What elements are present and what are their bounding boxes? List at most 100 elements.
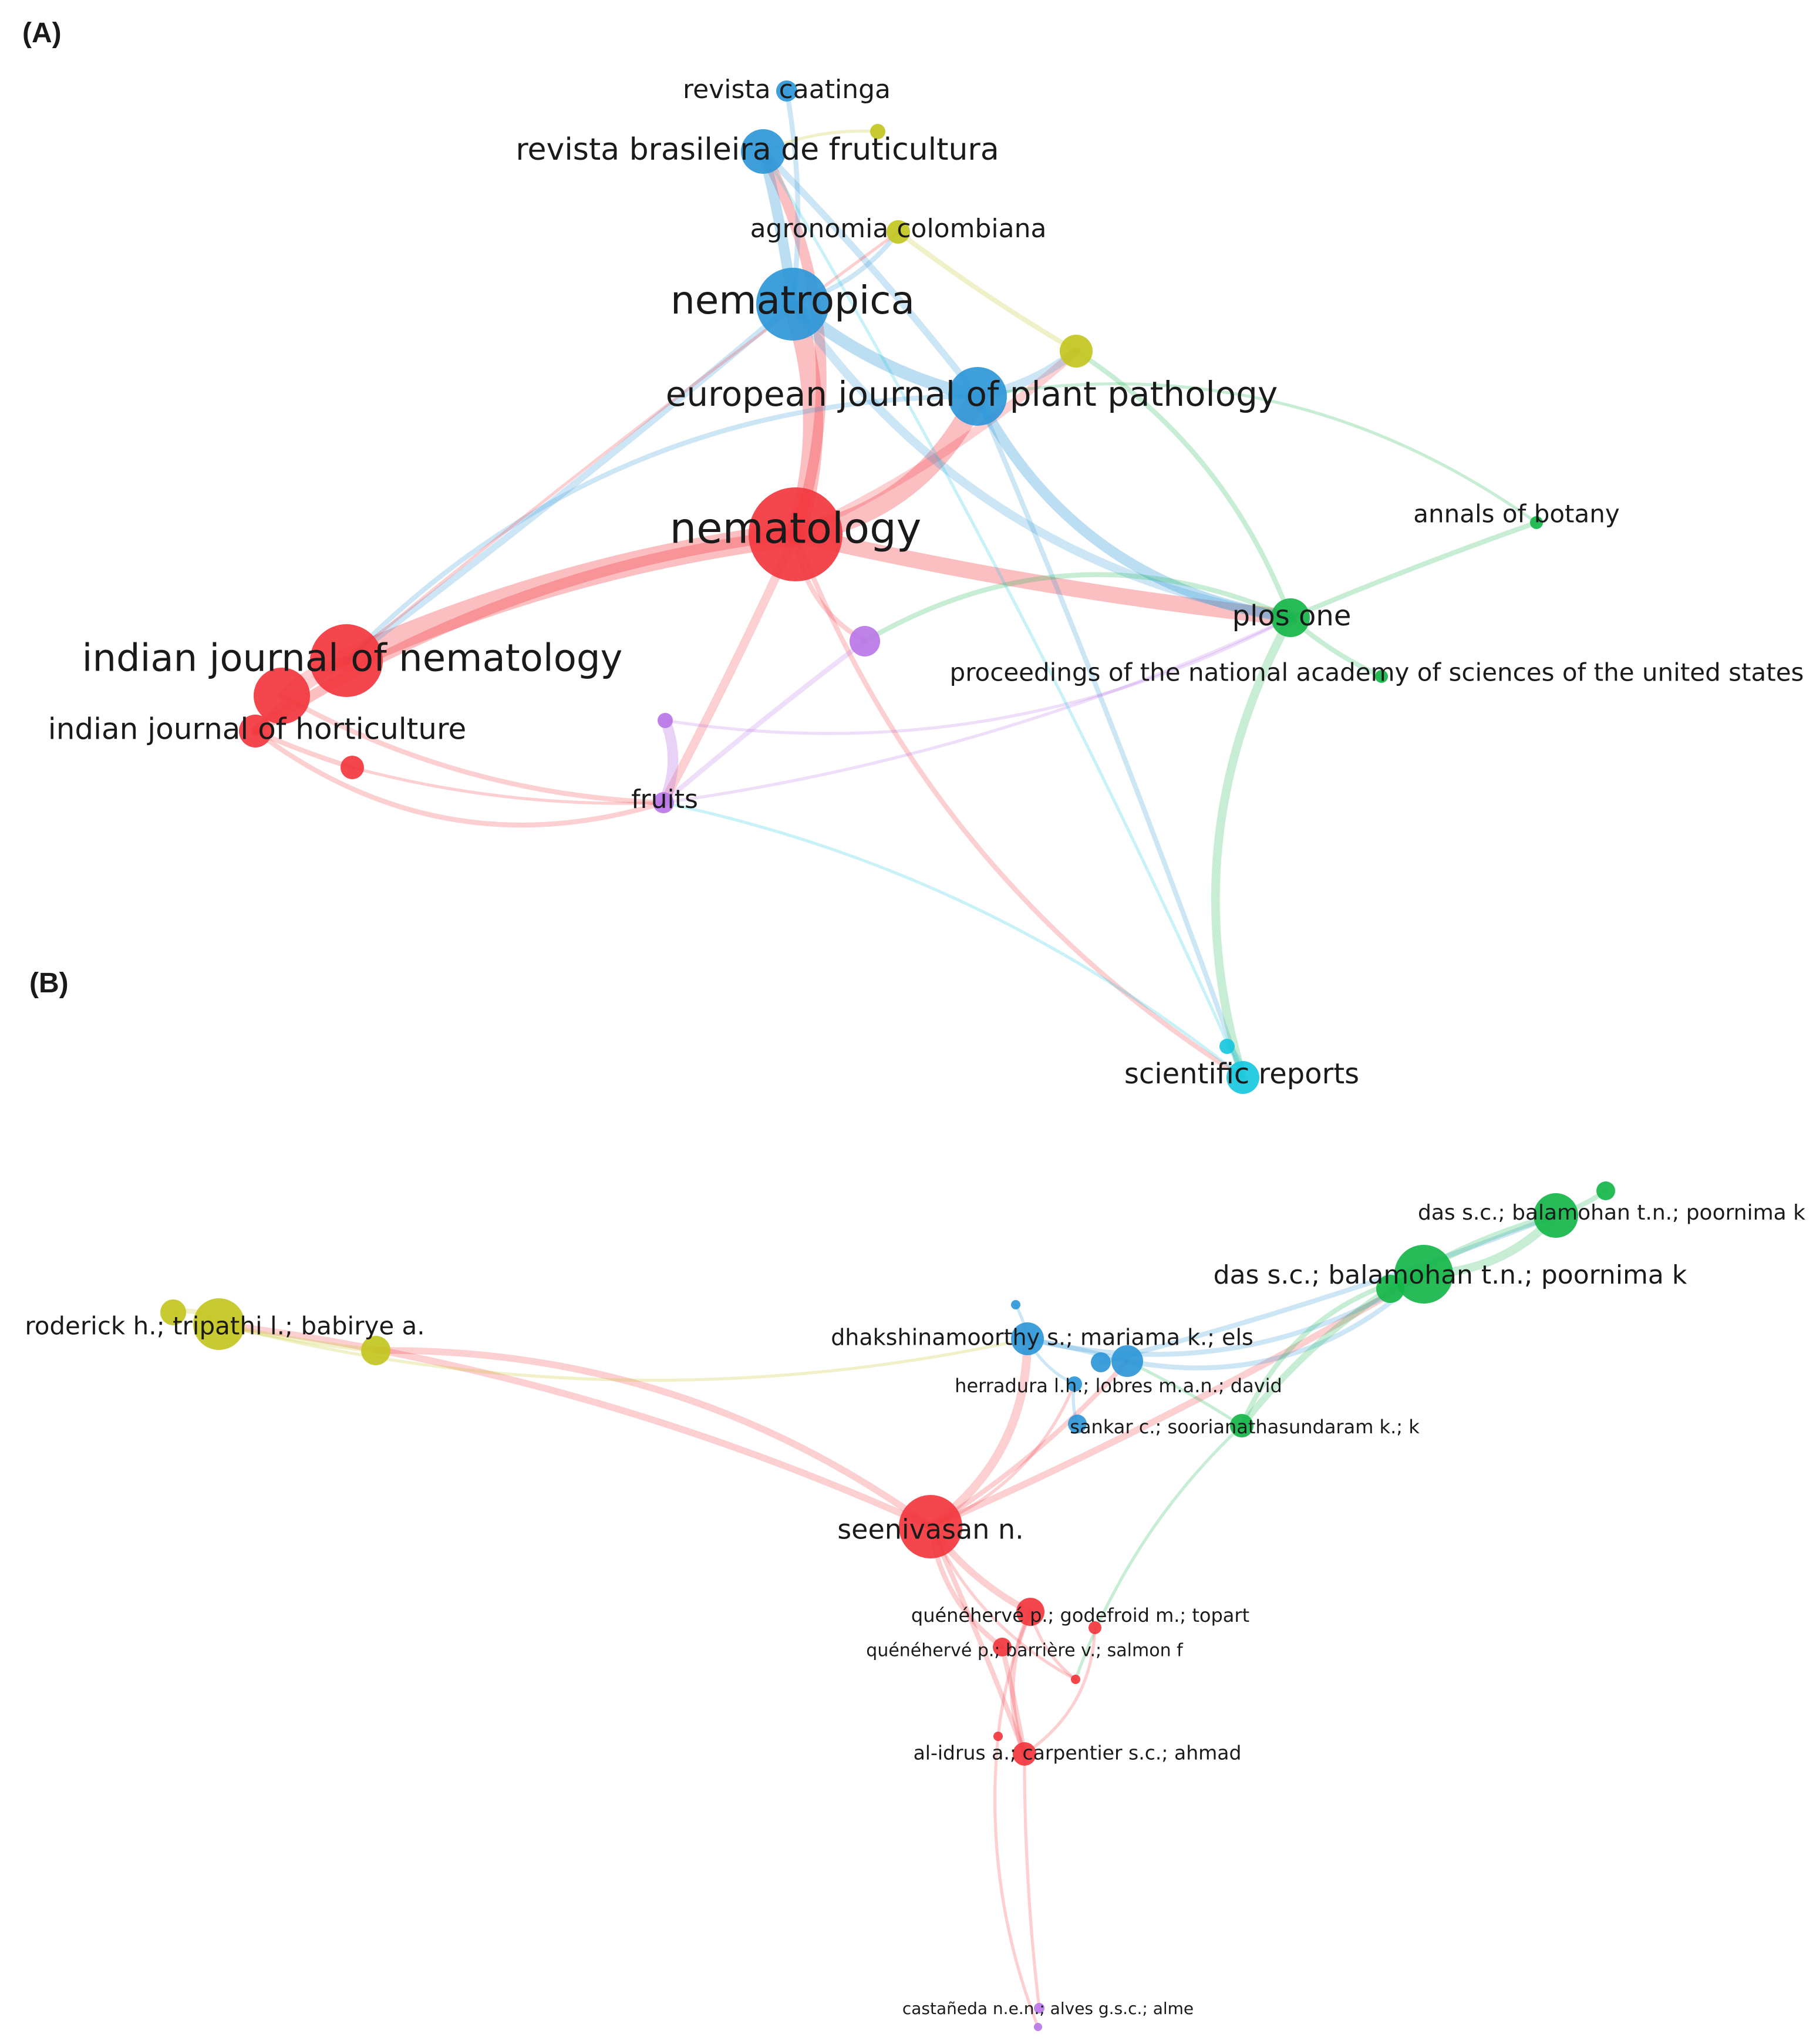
link-red_small-fruits xyxy=(351,766,665,805)
node-yel_s1[interactable] xyxy=(160,1299,186,1325)
node-pur_s1[interactable] xyxy=(1034,2023,1042,2031)
node-grn_s1[interactable] xyxy=(1596,1181,1615,1200)
node-blue_s3[interactable] xyxy=(1011,1300,1020,1309)
link-plosone-yellow_mid xyxy=(1073,348,1293,621)
link-sankar-blue_s1 xyxy=(1125,1359,1244,1427)
link-sciencerep-rbf xyxy=(761,150,1245,1079)
node-agrocol[interactable] xyxy=(887,220,910,244)
node-das2[interactable] xyxy=(1534,1193,1578,1238)
node-label-seeni: seenivasan n. xyxy=(837,1514,1024,1545)
node-label-castaneda: castañeda n.e.n.; alves g.s.c.; alme xyxy=(902,1999,1194,2018)
node-blue_s4[interactable] xyxy=(1068,1415,1087,1433)
node-red_s1[interactable] xyxy=(993,1732,1003,1741)
node-fruits[interactable] xyxy=(653,792,674,813)
node-sankar[interactable] xyxy=(1230,1414,1253,1437)
node-label-dhak: dhakshinamoorthy s.; mariama k.; els xyxy=(831,1325,1253,1351)
node-queB[interactable] xyxy=(993,1638,1012,1656)
link-ejpp-sciencerep xyxy=(975,393,1246,1080)
node-caatinga[interactable] xyxy=(776,80,797,102)
link-ijn_b-fruits xyxy=(279,693,666,806)
node-label-roderick: roderick h.; tripathi l.; babirye a. xyxy=(25,1312,424,1341)
node-red_s3[interactable] xyxy=(1089,1621,1101,1634)
node-ijn_b[interactable] xyxy=(254,668,310,724)
node-yellow_top[interactable] xyxy=(870,124,885,139)
node-red_small[interactable] xyxy=(341,756,364,779)
node-nematropica[interactable] xyxy=(756,268,829,341)
panel-b-author-network: seenivasan n. quénéhervé p.; godefroid m.… xyxy=(25,1181,1805,2031)
link-seeni-alidrus xyxy=(928,1524,1027,1757)
node-label-ijn: indian journal of nematology xyxy=(82,637,623,681)
link-seeni-blue_s1 xyxy=(928,1358,1130,1530)
link-plosone-purple_mid xyxy=(862,572,1293,644)
node-label-queB: quénéhervé p.; barrière v.; salmon f xyxy=(866,1641,1184,1661)
node-alidrus[interactable] xyxy=(1013,1742,1036,1766)
node-nematology[interactable] xyxy=(749,487,843,581)
link-nematology-sciencerep xyxy=(793,531,1246,1080)
node-queA[interactable] xyxy=(1016,1598,1044,1626)
node-ejpp[interactable] xyxy=(948,367,1007,426)
node-sciencerep[interactable] xyxy=(1226,1061,1259,1094)
panel-a-label: (A) xyxy=(22,18,62,49)
link-fruits-purple_mid xyxy=(661,638,868,806)
link-plosone-sciencerep xyxy=(1211,613,1295,1082)
link-plosone-annals xyxy=(1288,520,1539,621)
node-label-nematology: nematology xyxy=(670,504,922,553)
node-annals[interactable] xyxy=(1530,516,1543,529)
link-nematology-ijn xyxy=(334,522,808,673)
node-blue_s2[interactable] xyxy=(1091,1352,1111,1372)
node-label-sankar: sankar c.; soorianathasundaram k.; k xyxy=(1070,1416,1420,1438)
link-blue_s2-das2 xyxy=(1098,1213,1559,1365)
node-ijn[interactable] xyxy=(310,624,383,697)
node-label-annals: annals of botany xyxy=(1413,500,1619,528)
node-purple_mid[interactable] xyxy=(850,626,880,656)
node-pnas[interactable] xyxy=(1375,670,1388,683)
panel-b-label: (B) xyxy=(29,968,69,999)
node-label-plosone: plos one xyxy=(1232,600,1352,632)
link-fruits-plosone xyxy=(662,616,1292,804)
link-ijh-fruits xyxy=(252,728,666,828)
node-label-queA: quénéhervé p.; godefroid m.; topart xyxy=(911,1604,1249,1627)
node-dhak[interactable] xyxy=(1011,1322,1044,1355)
node-label-pnas: proceedings of the national academy of s… xyxy=(950,658,1804,687)
link-queB-alidrus xyxy=(999,1644,1027,1757)
link-purple_small-plosone xyxy=(663,616,1292,735)
link-ejpp-ijn xyxy=(343,393,980,664)
node-label-agrocol: agronomia colombiana xyxy=(750,214,1047,244)
node-purple_small[interactable] xyxy=(658,713,673,728)
link-ejpp-plosone xyxy=(972,391,1296,623)
node-yel_s2[interactable] xyxy=(361,1336,390,1365)
link-nematology-plosone xyxy=(787,526,1299,626)
link-alidrus-red_s3 xyxy=(1023,1626,1097,1756)
link-nematropica-plosone xyxy=(788,299,1295,622)
link-queA-alidrus xyxy=(1010,1609,1033,1757)
link-agrocol-yellow_mid xyxy=(895,229,1079,354)
node-herr[interactable] xyxy=(1067,1376,1082,1392)
link-queA-red_s1 xyxy=(996,1610,1032,1738)
link-annals-ejpp xyxy=(976,382,1538,524)
node-label-caatinga: revista caatinga xyxy=(683,75,891,105)
link-blue_s1-das1 xyxy=(1124,1271,1427,1370)
node-label-das2: das s.c.; balamohan t.n.; poornima k xyxy=(1418,1201,1805,1225)
node-red_s2[interactable] xyxy=(1071,1675,1080,1684)
node-ijh[interactable] xyxy=(239,715,272,747)
node-seeni[interactable] xyxy=(899,1495,962,1558)
node-label-sciencerep: scientific reports xyxy=(1124,1058,1359,1090)
node-das1[interactable] xyxy=(1394,1245,1453,1304)
node-label-fruits: fruits xyxy=(631,784,698,814)
panel-a-nodes xyxy=(239,80,1543,1094)
node-roderick[interactable] xyxy=(193,1298,245,1350)
node-cyan_small[interactable] xyxy=(1219,1039,1235,1054)
node-plosone[interactable] xyxy=(1271,598,1310,637)
link-roderick-dhak xyxy=(217,1322,1029,1382)
node-yellow_mid[interactable] xyxy=(1060,335,1093,368)
node-label-nematropica: nematropica xyxy=(670,278,915,323)
link-seeni-roderick xyxy=(215,1321,934,1530)
node-rbf[interactable] xyxy=(741,129,786,174)
node-label-rbf: revista brasileira de fruticultura xyxy=(515,132,999,167)
node-blue_s1[interactable] xyxy=(1111,1345,1143,1377)
node-castaneda[interactable] xyxy=(1034,2003,1044,2013)
node-grn_s2[interactable] xyxy=(1376,1275,1404,1303)
panel-b-labels: seenivasan n. quénéhervé p.; godefroid m.… xyxy=(25,1201,1805,2018)
